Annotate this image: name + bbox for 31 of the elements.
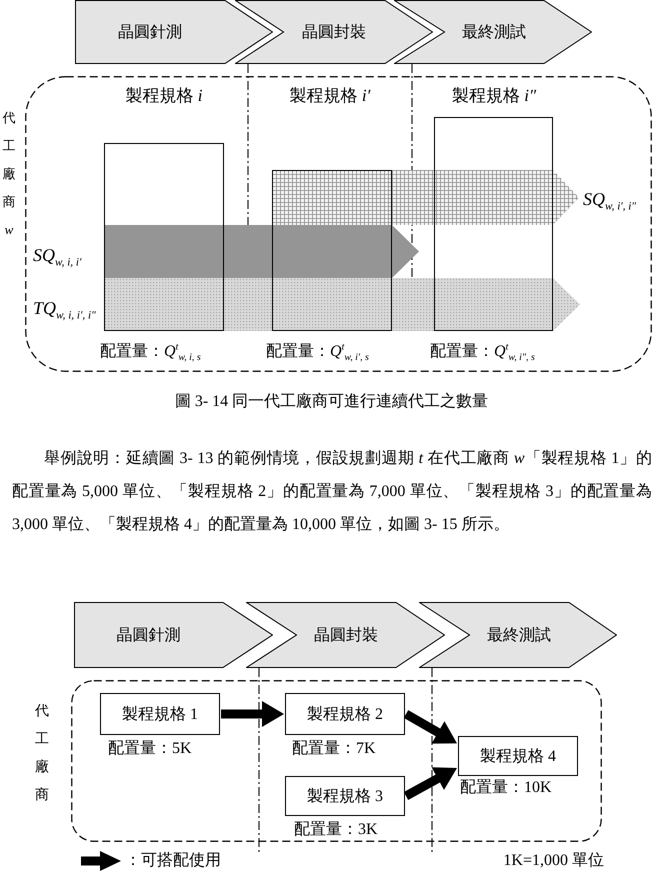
figure-caption: 圖 3- 14 同一代工廠商可進行連續代工之數量 (174, 392, 490, 412)
column-heading: 製程規格 i″ (450, 85, 538, 107)
column-heading: 製程規格 i′ (288, 85, 372, 107)
allocation-label: 配置量：5K (108, 739, 193, 759)
allocation-label: 配置量：10K (460, 778, 553, 798)
allocation-label: 配置量：3K (294, 820, 379, 840)
process-spec-box: 製程規格 1 (100, 693, 220, 735)
allocation-label: 配置量：7K (292, 739, 377, 759)
formula-label: SQ$_{w, i, i′}$ (33, 244, 82, 270)
vertical-heading: 代工廠商 (34, 703, 50, 805)
process-spec-box: 製程規格 3 (285, 776, 405, 816)
body-paragraph: 舉例說明：延續圖 3- 13 的範例情境，假設規劃週期 t 在代工廠商 w「製程規格 1」的配置量為 5,000 單位、「製程規格 2」的配置量為 7,000 單位、「製程規格 3」的配置量為 3,000 單位、「製程規格 4」的配置量為 10,000 單位，如圖 3- 15 所示。 (12, 448, 652, 535)
thick-arrow (221, 701, 284, 727)
capacity-bar (272, 170, 392, 331)
process-stage-banner: 晶圓封裝 (246, 602, 445, 668)
process-spec-box: 製程規格 2 (285, 693, 405, 735)
unit-note: 1K=1,000 單位 (503, 851, 604, 871)
process-stage-banner: 最終測試 (394, 0, 592, 64)
vertical-heading: 代工廠商 w (2, 109, 16, 239)
thick-arrow (404, 764, 460, 800)
capacity-bar (104, 143, 224, 331)
formula-label: SQ$_{w, i′, i″}$ (583, 188, 638, 214)
process-stage-banner: 晶圓針測 (75, 0, 273, 64)
process-spec-box: 製程規格 4 (458, 736, 578, 776)
formula-label: TQ$_{w, i, i′, i″}$ (33, 297, 97, 323)
column-heading: 製程規格 i (124, 85, 204, 107)
process-stage-banner: 最終測試 (419, 602, 617, 668)
capacity-bar (434, 117, 553, 331)
legend-text: ：可搭配使用 (125, 850, 221, 871)
process-stage-banner: 晶圓封裝 (235, 0, 433, 64)
process-stage-banner: 晶圓針測 (74, 602, 273, 668)
